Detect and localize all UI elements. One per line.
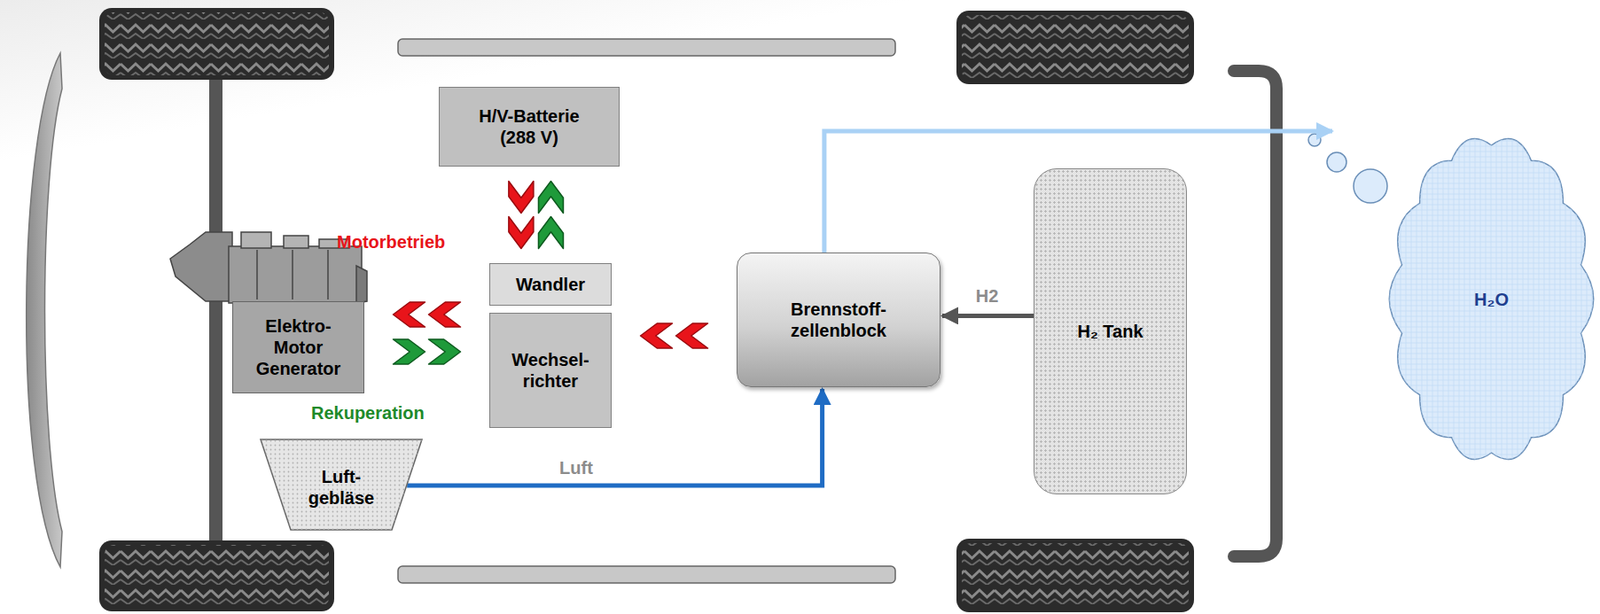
tire (99, 7, 335, 80)
motor-generator-box: Elektro- Motor Generator (232, 301, 365, 394)
node-label: H₂O (1474, 288, 1509, 311)
mode-label: Rekuperation (311, 403, 425, 424)
node-content: Wandler (490, 264, 611, 305)
node-label: Luft- gebläse (308, 466, 375, 509)
fuel-cell-stack: Brennstoff- zellenblock (736, 252, 941, 388)
air-line (406, 389, 822, 486)
tire (99, 540, 335, 612)
node-content: Luft- gebläse (259, 438, 423, 531)
thought-bubble (1326, 152, 1347, 172)
node-content: Elektro- Motor Generator (233, 302, 364, 393)
converter-box: Wandler (489, 263, 612, 306)
flow-label: Luft (559, 458, 594, 479)
power-flow-chevrons (640, 323, 709, 349)
tire (956, 538, 1195, 613)
air-blower: Luft- gebläse (259, 438, 423, 531)
tire (956, 10, 1195, 85)
air-blower-outline (259, 438, 423, 531)
node-content: H₂O (1387, 132, 1596, 466)
side-sill (398, 566, 896, 584)
side-sill (398, 39, 896, 56)
front-bumper (26, 53, 63, 568)
thought-bubble (1353, 169, 1388, 203)
rear-bumper (1233, 70, 1277, 557)
node-content: H₂ Tank (1034, 169, 1187, 494)
power-flow-chevrons (538, 181, 563, 250)
hydrogen-tank: H₂ Tank (1033, 168, 1187, 495)
power-flow-chevrons (393, 339, 461, 365)
node-content: Wechsel- richter (490, 313, 611, 428)
water-cloud-outline (1387, 132, 1596, 466)
inverter-box: Wechsel- richter (489, 312, 612, 429)
node-label: Wechsel- richter (511, 349, 589, 392)
mode-label: Motorbetrieb (336, 232, 445, 253)
node-label: H₂ Tank (1077, 320, 1143, 343)
flow-label: H2 (975, 286, 1000, 307)
node-content: H/V-Batterie (288 V) (439, 87, 619, 166)
water-cloud: H₂O (1387, 132, 1596, 466)
motor-illustration (170, 232, 367, 304)
node-label: Brennstoff- zellenblock (790, 298, 887, 342)
water-line (824, 131, 1333, 253)
node-label: Wandler (515, 273, 586, 296)
battery-box: H/V-Batterie (288 V) (438, 86, 620, 167)
power-flow-chevrons (393, 302, 461, 328)
node-label: H/V-Batterie (288 V) (478, 105, 579, 149)
thought-bubble (1308, 133, 1321, 147)
hydrogen-line (942, 313, 1034, 319)
power-flow-chevrons (508, 181, 534, 250)
front-axle (209, 51, 223, 573)
node-label: Elektro- Motor Generator (256, 315, 342, 380)
node-content: Brennstoff- zellenblock (737, 253, 940, 387)
